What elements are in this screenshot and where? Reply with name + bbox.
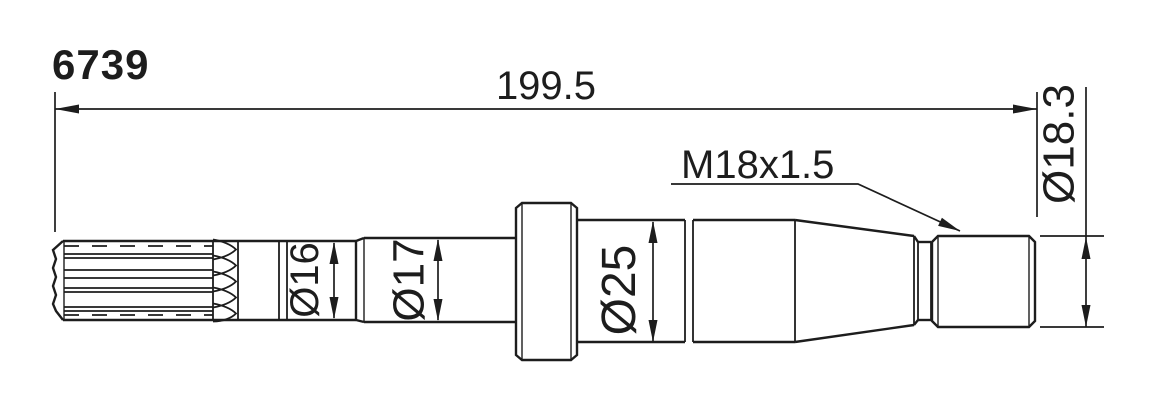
flange	[514, 201, 579, 362]
dia25-groove	[684, 220, 694, 342]
arrowhead-down	[329, 297, 339, 319]
spline-tooth-lines	[64, 245, 213, 316]
dia25-section	[577, 218, 685, 344]
dim-dia17: Ø17	[384, 238, 443, 322]
dim-overall-length-text: 199.5	[496, 64, 596, 108]
dim-dia17-text: Ø17	[384, 238, 433, 321]
arrowhead-down	[648, 320, 658, 342]
arrowhead-down	[1081, 305, 1091, 327]
pre-taper-section	[693, 218, 796, 344]
dim-dia16-text: Ø16	[283, 242, 327, 318]
dia17-section	[364, 236, 516, 324]
thread-section	[930, 234, 1037, 329]
arrowhead-up	[1081, 237, 1091, 259]
snap-ring-groove	[278, 241, 288, 320]
arrowhead-up	[433, 239, 443, 261]
leader-line	[671, 183, 961, 232]
leader-arrowhead	[938, 217, 960, 231]
arrowhead-right	[1013, 104, 1037, 114]
dim-thread-diameter: Ø18.3	[1034, 84, 1104, 328]
part-number: 6739	[52, 41, 149, 88]
dim-thread-diameter-text: Ø18.3	[1034, 84, 1083, 204]
spline-runout-teeth	[212, 238, 239, 323]
arrowhead-down	[433, 299, 443, 321]
dim-dia25-text: Ø25	[593, 245, 646, 336]
dim-dia16: Ø16	[283, 242, 339, 319]
arrowhead-up	[329, 242, 339, 264]
taper-section	[794, 218, 919, 344]
spline-section	[51, 238, 356, 323]
arrowhead-up	[648, 221, 658, 243]
dim-overall-length: 199.5	[54, 64, 1038, 232]
thread-callout: M18x1.5	[671, 143, 961, 232]
shaft-outline	[51, 201, 1037, 362]
thread-callout-text: M18x1.5	[681, 143, 834, 187]
thread-relief-groove	[917, 240, 932, 322]
arrowhead-left	[55, 104, 79, 114]
step-16-to-17	[354, 236, 365, 324]
spline-left-end	[51, 240, 64, 321]
dim-dia25: Ø25	[593, 221, 658, 342]
